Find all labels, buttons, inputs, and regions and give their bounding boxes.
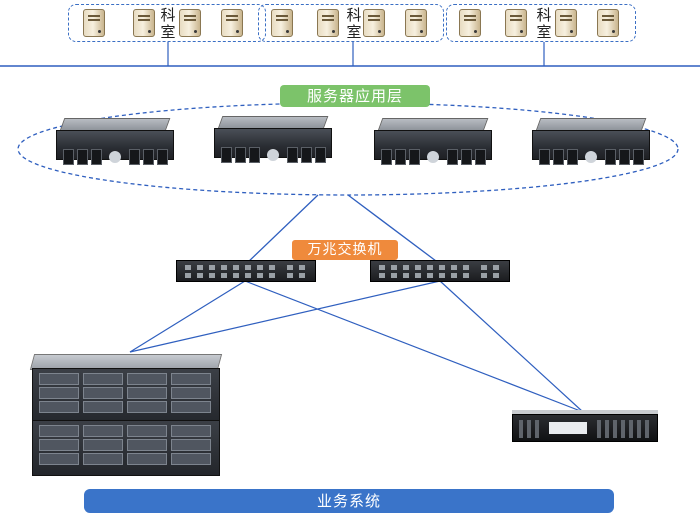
workstation-icon: [597, 9, 619, 37]
storage-link-line: [129, 280, 246, 353]
storage-appliance-top: [512, 410, 658, 416]
workstation-icon: [363, 9, 385, 37]
storage-appliance-icon: [512, 414, 658, 442]
workstation-icon: [221, 9, 243, 37]
workstation-icon: [505, 9, 527, 37]
department-group: 科 室: [68, 4, 266, 42]
workstation-icon: [459, 9, 481, 37]
disk-array-icon: [32, 420, 220, 476]
network-switch-icon: [370, 260, 510, 282]
department-label: 科 室: [160, 6, 176, 41]
server-layer-label: 服务器应用层: [280, 85, 430, 107]
workstation-icon: [317, 9, 339, 37]
workstation-icon: [271, 9, 293, 37]
switch-layer-label: 万兆交换机: [292, 240, 398, 260]
department-group: 科 室: [446, 4, 636, 42]
department-label: 科 室: [346, 6, 362, 41]
uplink-line: [347, 194, 441, 265]
storage-link-line: [244, 280, 584, 413]
disk-array-icon: [32, 368, 220, 428]
rack-server-icon: [532, 118, 650, 166]
workstation-icon: [83, 9, 105, 37]
storage-link-line: [129, 280, 441, 353]
rack-server-icon: [56, 118, 174, 166]
uplink-line: [245, 194, 319, 265]
rack-server-icon: [374, 118, 492, 166]
workstation-icon: [179, 9, 201, 37]
network-switch-icon: [176, 260, 316, 282]
workstation-icon: [133, 9, 155, 37]
rack-server-icon: [214, 116, 332, 164]
department-label: 科 室: [536, 6, 552, 41]
workstation-icon: [405, 9, 427, 37]
storage-link-line: [439, 280, 584, 413]
department-group: 科 室: [258, 4, 444, 42]
business-system-label: 业务系统: [84, 489, 614, 513]
workstation-icon: [555, 9, 577, 37]
